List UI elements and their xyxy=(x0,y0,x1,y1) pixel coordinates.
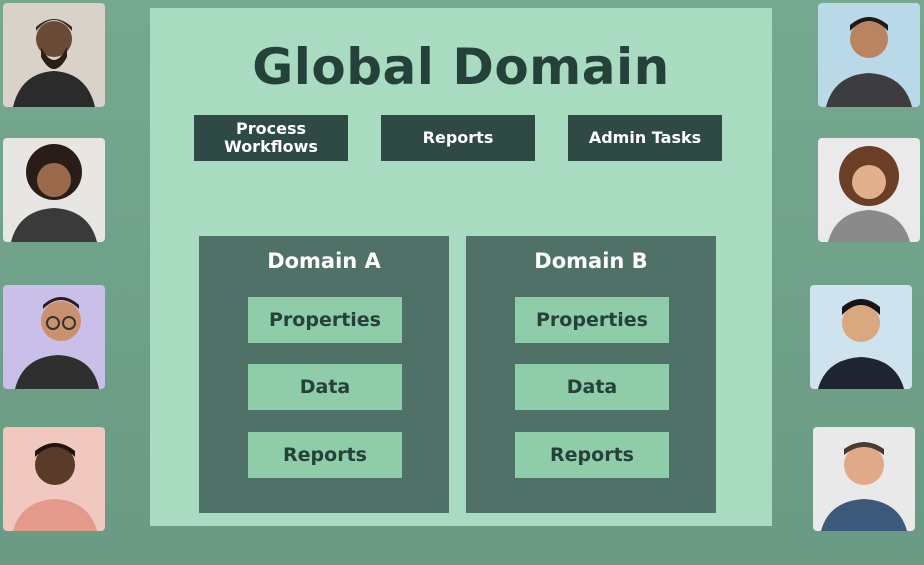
process-workflows-block: Process Workflows xyxy=(194,115,348,161)
domain-b-title: Domain B xyxy=(534,249,648,273)
admin-tasks-block: Admin Tasks xyxy=(568,115,722,161)
domain-a-data: Data xyxy=(248,364,402,410)
global-domain-panel: Global Domain Process Workflows Reports … xyxy=(150,8,772,526)
domain-b-data: Data xyxy=(515,364,669,410)
domain-b-properties: Properties xyxy=(515,297,669,343)
person-avatar-right-3 xyxy=(810,285,912,389)
domain-b-reports: Reports xyxy=(515,432,669,478)
person-avatar-left-1 xyxy=(3,3,105,107)
domain-a-reports: Reports xyxy=(248,432,402,478)
reports-block: Reports xyxy=(381,115,535,161)
person-avatar-right-4 xyxy=(813,427,915,531)
domain-a-title: Domain A xyxy=(267,249,381,273)
domain-a-properties: Properties xyxy=(248,297,402,343)
domain-a-box: Domain A Properties Data Reports xyxy=(199,236,449,513)
person-avatar-left-3 xyxy=(3,285,105,389)
person-avatar-left-2 xyxy=(3,138,105,242)
person-avatar-right-1 xyxy=(818,3,920,107)
domain-b-box: Domain B Properties Data Reports xyxy=(466,236,716,513)
diagram-title: Global Domain xyxy=(252,38,670,96)
person-avatar-left-4 xyxy=(3,427,105,531)
person-avatar-right-2 xyxy=(818,138,920,242)
